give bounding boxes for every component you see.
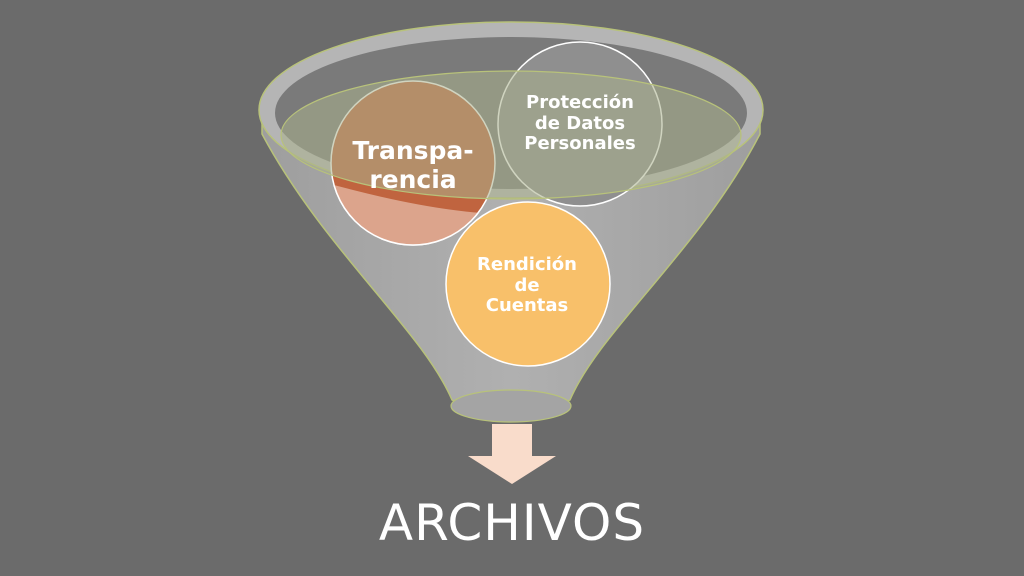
circle-label-proteccion: Protección de Datos Personales bbox=[524, 91, 636, 155]
circle-rendicion bbox=[445, 201, 611, 367]
circle-label-transparencia: Transpa- rencia bbox=[352, 136, 474, 194]
output-label: ARCHIVOS bbox=[378, 494, 646, 553]
circle-label-rendicion: Rendición de Cuentas bbox=[477, 253, 577, 317]
funnel-liquid-surface bbox=[280, 70, 742, 200]
down-arrow-icon bbox=[468, 424, 556, 484]
funnel-spout bbox=[450, 389, 572, 423]
